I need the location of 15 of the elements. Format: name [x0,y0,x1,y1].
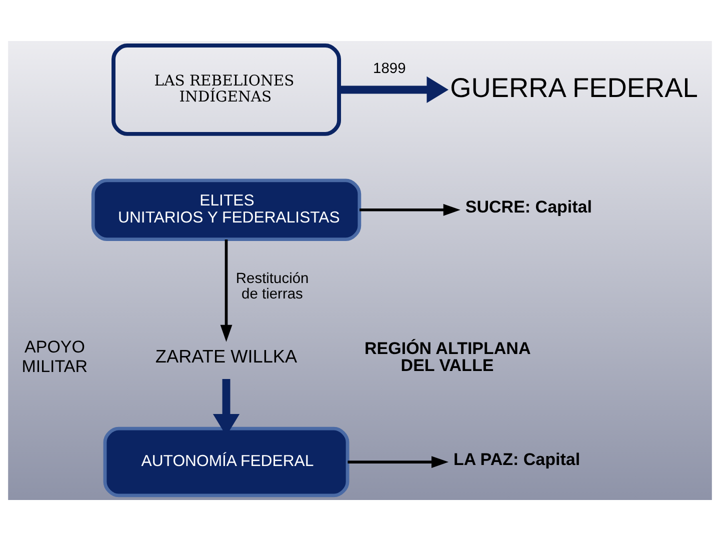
node-text: SUCRE: Capital [465,197,592,216]
arrow [220,239,232,342]
node-text: GUERRA FEDERAL [450,71,698,102]
node-box: LAS REBELIONES INDÍGENAS [112,43,342,136]
node-text: LA PAZ: Capital [454,449,580,468]
node-box: ELITES UNITARIOS Y FEDERALISTAS [91,178,362,241]
label: REGIÓN ALTIPLANA DEL VALLE [364,338,531,374]
edge-label: 1899 [373,60,406,77]
node-text: ZARATE WILLKA [155,346,298,366]
arrow [360,203,460,216]
arrow [348,456,449,468]
label: APOYO MILITAR [22,337,88,376]
arrow [339,76,448,103]
edge-label: Restitución de tierras [236,270,309,302]
node-box: AUTONOMÍA FEDERAL [103,426,350,497]
